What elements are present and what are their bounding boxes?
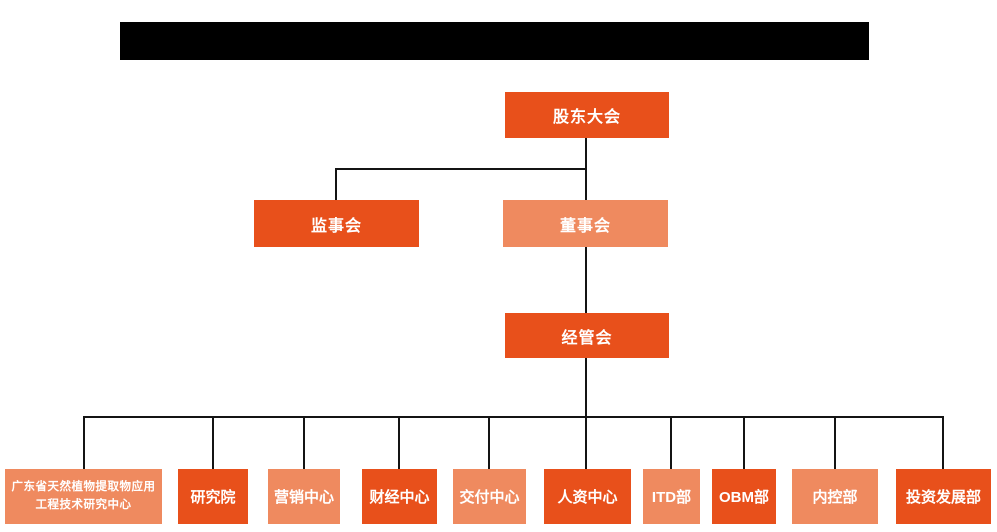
connector-root-down <box>585 138 587 169</box>
connector-drop-internal-control-dept <box>834 416 836 469</box>
org-node-board-of-directors: 董事会 <box>503 200 668 247</box>
org-node-label: 广东省天然植物提取物应用工程技术研究中心 <box>11 481 156 511</box>
connector-drop-research-institute <box>212 416 214 469</box>
connector-drop-supervisory-board <box>335 168 337 200</box>
org-node-label: 交付中心 <box>459 489 520 506</box>
org-node-label: 董事会 <box>559 217 611 235</box>
org-node-shareholders-meeting: 股东大会 <box>505 92 669 138</box>
connector-drop-hr-center <box>585 416 587 469</box>
org-node-label: 内控部 <box>812 489 858 506</box>
org-node-label: 监事会 <box>310 217 362 235</box>
connector-drop-marketing-center <box>303 416 305 469</box>
org-node-research-center: 广东省天然植物提取物应用工程技术研究中心 <box>5 469 162 524</box>
connector-drop-delivery-center <box>488 416 490 469</box>
org-node-management-committee: 经管会 <box>505 313 669 358</box>
org-node-marketing-center: 营销中心 <box>268 469 340 524</box>
connector-drop-finance-center <box>398 416 400 469</box>
connector-drop-board-of-directors <box>585 168 587 200</box>
org-node-label: OBM部 <box>719 489 769 506</box>
org-node-investment-development-dept: 投资发展部 <box>896 469 991 524</box>
org-node-delivery-center: 交付中心 <box>453 469 526 524</box>
connector-board-to-management <box>585 247 587 313</box>
org-node-research-institute: 研究院 <box>178 469 248 524</box>
connector-drop-research-center <box>83 416 85 469</box>
org-node-label: 财经中心 <box>369 489 430 506</box>
org-node-finance-center: 财经中心 <box>362 469 437 524</box>
connector-drop-itd-dept <box>670 416 672 469</box>
org-node-internal-control-dept: 内控部 <box>792 469 878 524</box>
connector-drop-investment-development-dept <box>942 416 944 469</box>
org-node-hr-center: 人资中心 <box>544 469 631 524</box>
org-node-label: 研究院 <box>190 489 236 506</box>
org-node-label: 股东大会 <box>552 109 621 126</box>
org-node-label: ITD部 <box>651 489 692 506</box>
connector-departments-horizontal <box>83 416 944 418</box>
org-node-label: 人资中心 <box>557 489 618 506</box>
redacted-title-bar <box>120 22 869 60</box>
org-node-obm-dept: OBM部 <box>712 469 776 524</box>
connector-level2-horizontal <box>335 168 587 170</box>
org-node-itd-dept: ITD部 <box>643 469 700 524</box>
org-node-label: 投资发展部 <box>905 489 981 506</box>
org-node-label: 经管会 <box>561 329 613 347</box>
org-node-supervisory-board: 监事会 <box>254 200 419 247</box>
connector-drop-obm-dept <box>743 416 745 469</box>
org-node-label: 营销中心 <box>273 489 334 506</box>
connector-management-down <box>585 358 587 418</box>
